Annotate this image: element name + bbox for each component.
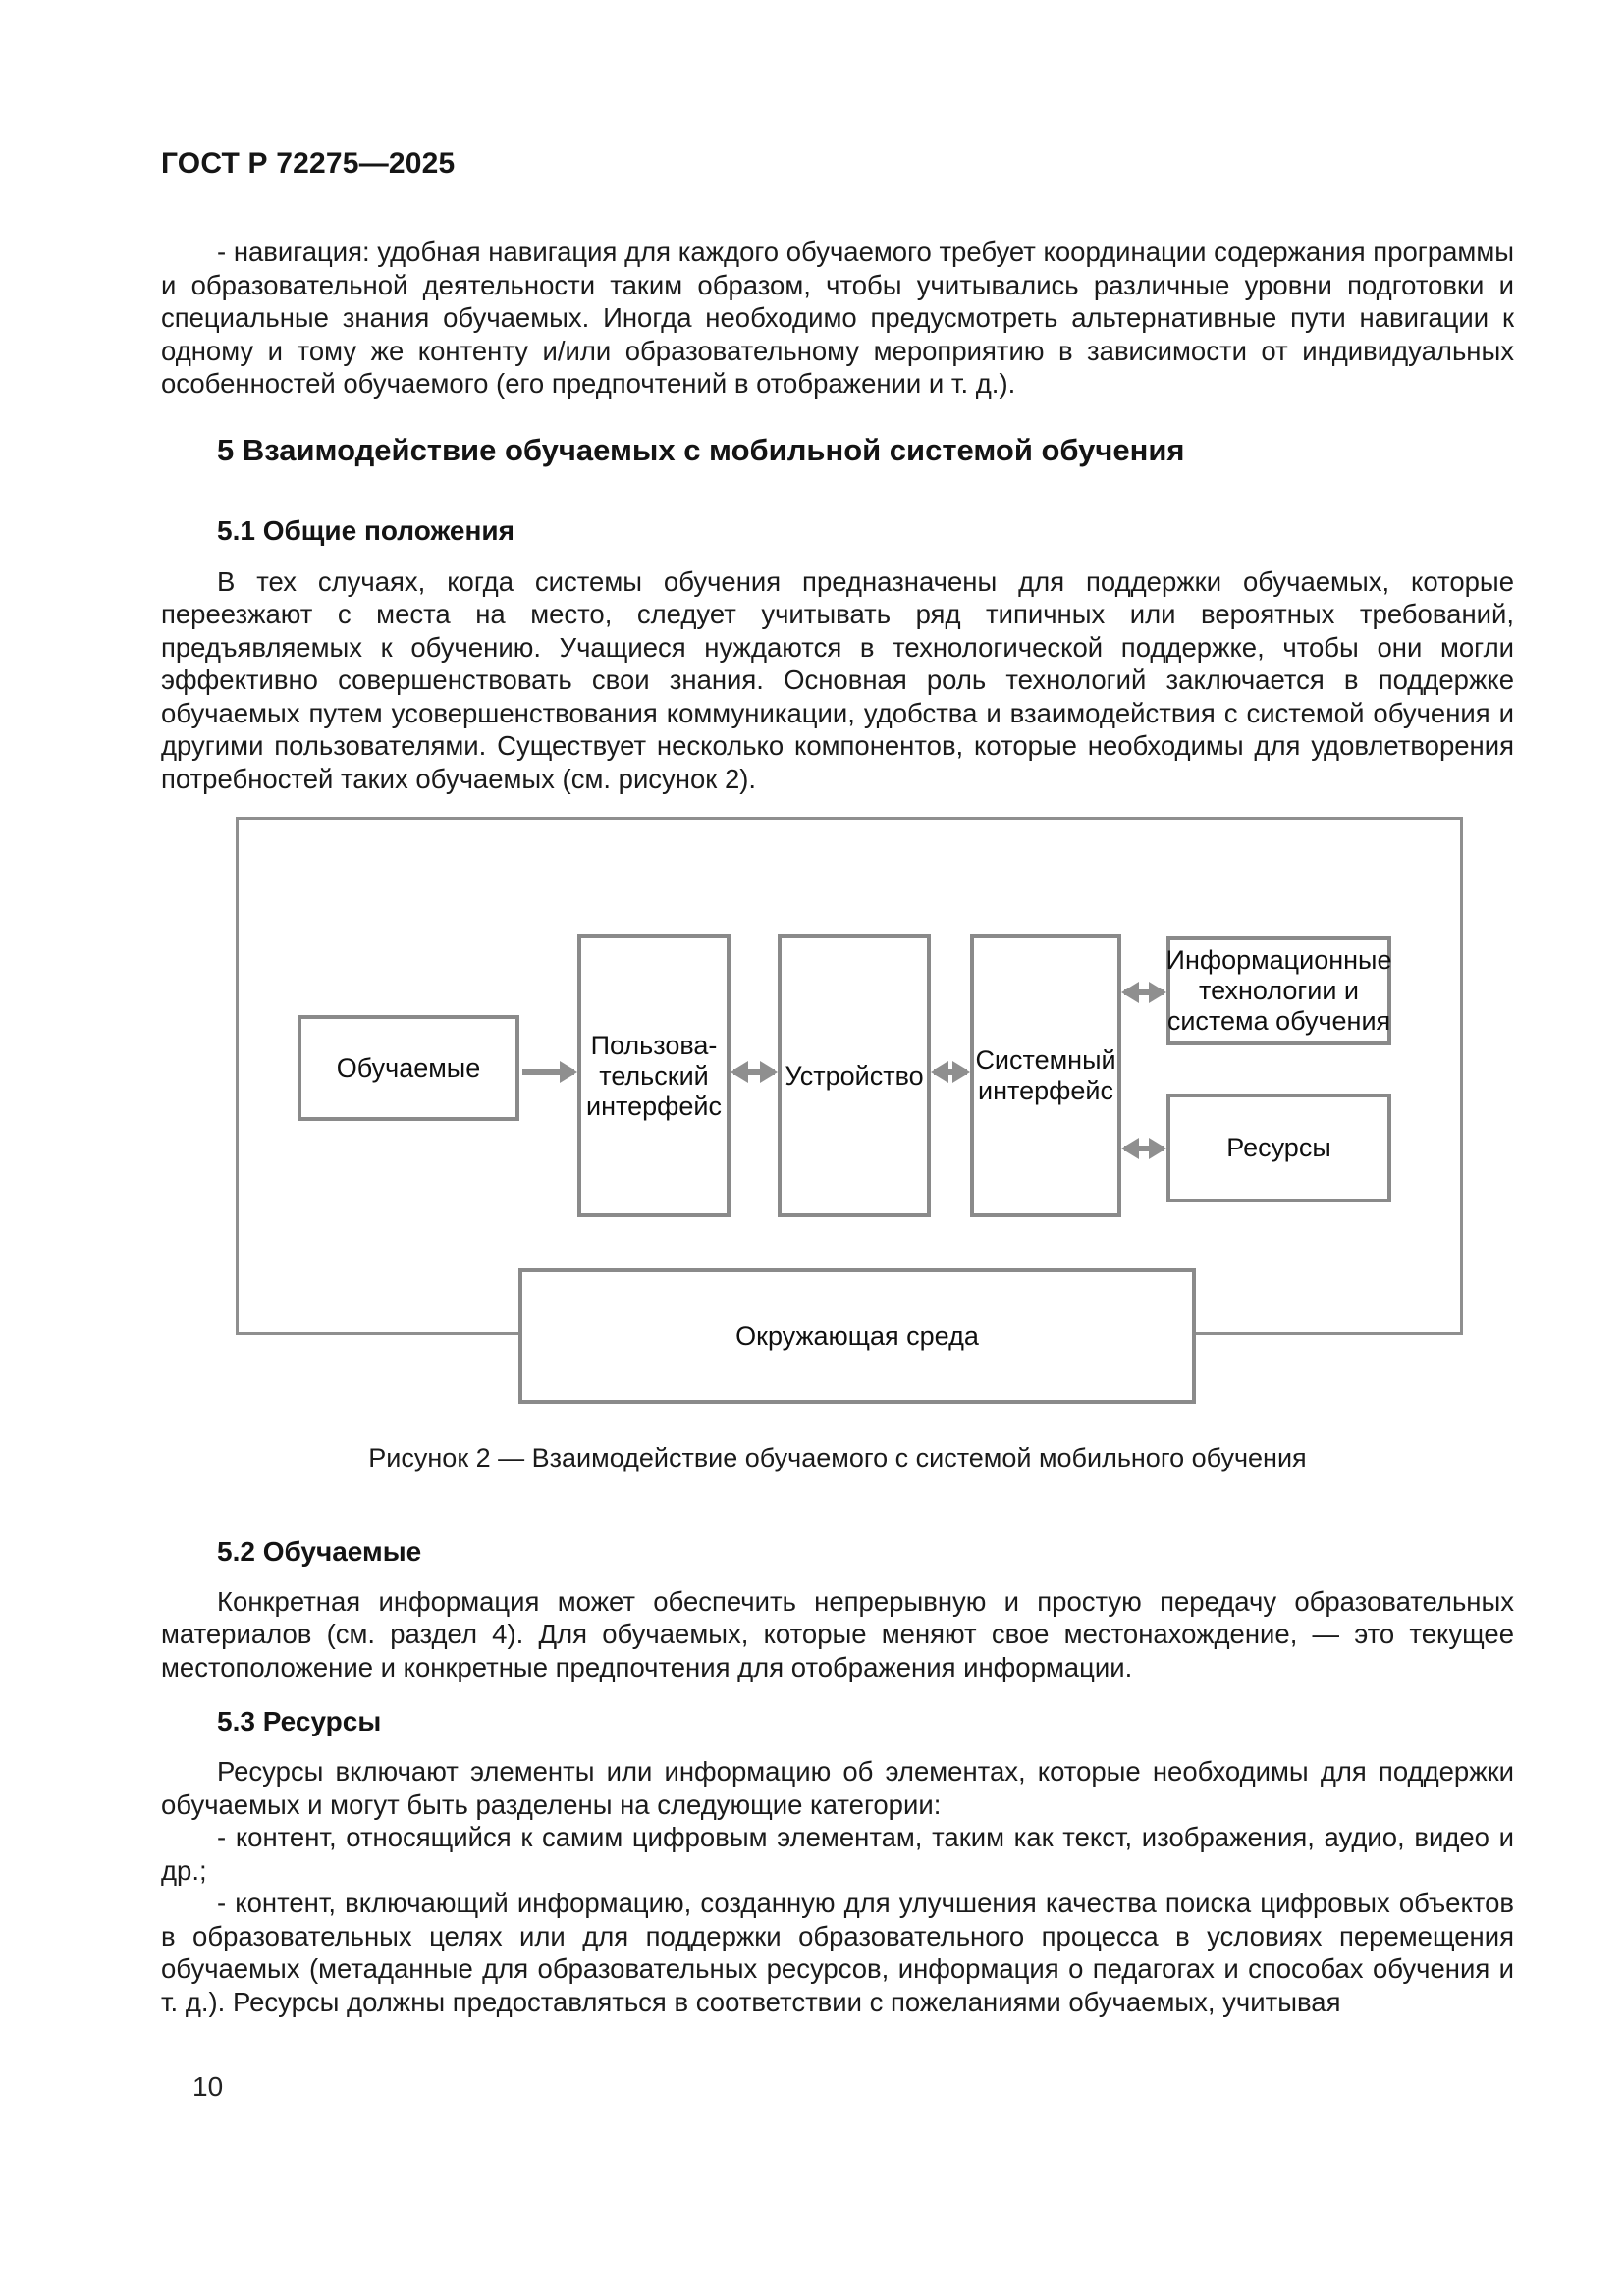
node-system-interface: Системный интерфейс <box>970 934 1121 1217</box>
section-53-bullet-metadata-content: - контент, включающий информацию, создан… <box>161 1888 1514 2017</box>
arrow-shaft <box>733 1069 775 1075</box>
page-number: 10 <box>192 2071 224 2102</box>
node-device: Устройство <box>778 934 931 1217</box>
figure-2-diagram: Обучаемые Пользова- тельский интерфейс У… <box>161 817 1514 1404</box>
section-53-bullet-digital-content: - контент, относящийся к самим цифровым … <box>161 1822 1514 1886</box>
node-it-and-learning-system: Информационные технологии и система обуч… <box>1166 936 1391 1045</box>
arrow-system-interface-resources-icon <box>1121 1137 1166 1160</box>
node-user-interface: Пользова- тельский интерфейс <box>577 934 731 1217</box>
arrow-device-system-interface-icon <box>931 1060 970 1084</box>
text-column: ГОСТ Р 72275—2025 - навигация: удобная н… <box>161 0 1514 2018</box>
section-52-paragraph: Конкретная информация может обеспечить н… <box>161 1585 1514 1682</box>
node-resources: Ресурсы <box>1166 1094 1391 1202</box>
arrow-system-interface-it-system-icon <box>1121 981 1166 1004</box>
figure-2-caption: Рисунок 2 — Взаимодействие обучаемого с … <box>368 1443 1307 1472</box>
paragraph-navigation-item: - навигация: удобная навигация для каждо… <box>161 237 1514 399</box>
arrow-shaft <box>934 1069 967 1075</box>
running-header: ГОСТ Р 72275—2025 <box>161 147 456 180</box>
arrow-shaft <box>522 1069 574 1075</box>
arrow-shaft <box>1124 1146 1164 1151</box>
section-52-title: 5.2 Обучаемые <box>217 1535 422 1567</box>
node-environment: Окружающая среда <box>518 1268 1196 1404</box>
arrow-shaft <box>1124 989 1164 995</box>
arrow-user-interface-device-icon <box>731 1060 778 1084</box>
section-53-intro-paragraph: Ресурсы включают элементы или информацию… <box>161 1756 1514 1820</box>
section-51-title: 5.1 Общие положения <box>217 514 514 546</box>
section-5-title: 5 Взаимодействие обучаемых с мобильной с… <box>217 432 1185 467</box>
section-51-paragraph: В тех случаях, когда системы обучения пр… <box>161 565 1514 794</box>
node-learners: Обучаемые <box>298 1015 519 1121</box>
arrow-learners-to-user-interface-icon <box>519 1060 577 1084</box>
section-53-title: 5.3 Ресурсы <box>217 1706 382 1736</box>
